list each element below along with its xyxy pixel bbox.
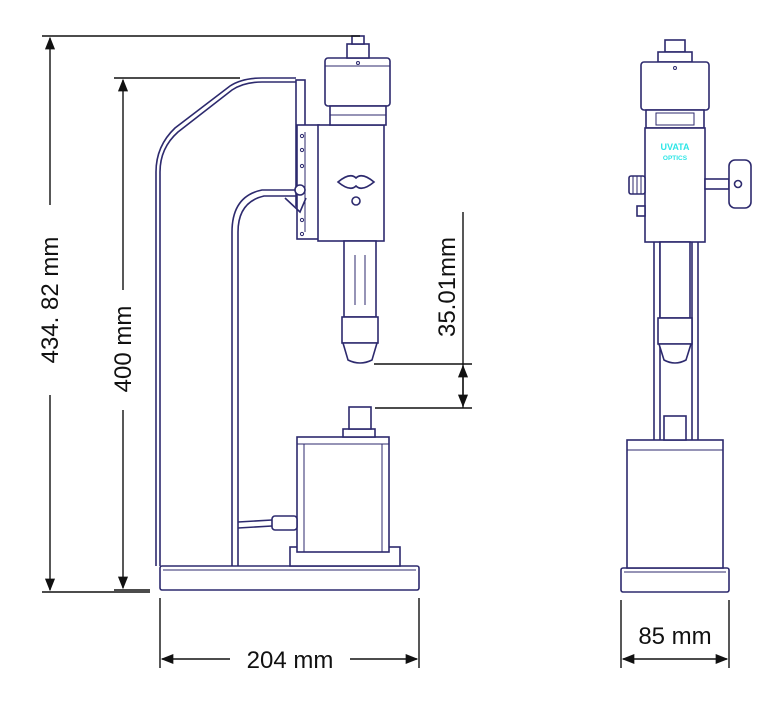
front-lens-tip (657, 343, 693, 364)
dimensions: 434. 82 mm 400 mm 35.01mm 204 mm 85 mm (37, 35, 730, 674)
side-view (155, 35, 420, 591)
dim-base-width: 204 mm (247, 647, 334, 674)
side-frame (159, 81, 301, 566)
dim-total-height: 434. 82 mm (37, 237, 64, 364)
side-wing-knob (336, 174, 376, 190)
front-stage-box (626, 439, 724, 569)
side-lens-barrel (343, 240, 377, 318)
side-work-stage (296, 436, 390, 553)
side-top-housing (324, 57, 391, 107)
front-view: UVATA OPTICS (620, 39, 752, 593)
dim-frame-height: 400 mm (110, 306, 137, 393)
dim-front-width: 85 mm (638, 623, 711, 650)
side-clamp (296, 124, 320, 240)
brand-line-2: OPTICS (663, 155, 688, 162)
front-main-body (644, 127, 706, 243)
front-lens-barrel (659, 241, 691, 319)
brand-line-1: UVATA (661, 142, 690, 152)
dim-gap: 35.01mm (434, 237, 461, 337)
side-lens-tip (341, 342, 379, 364)
